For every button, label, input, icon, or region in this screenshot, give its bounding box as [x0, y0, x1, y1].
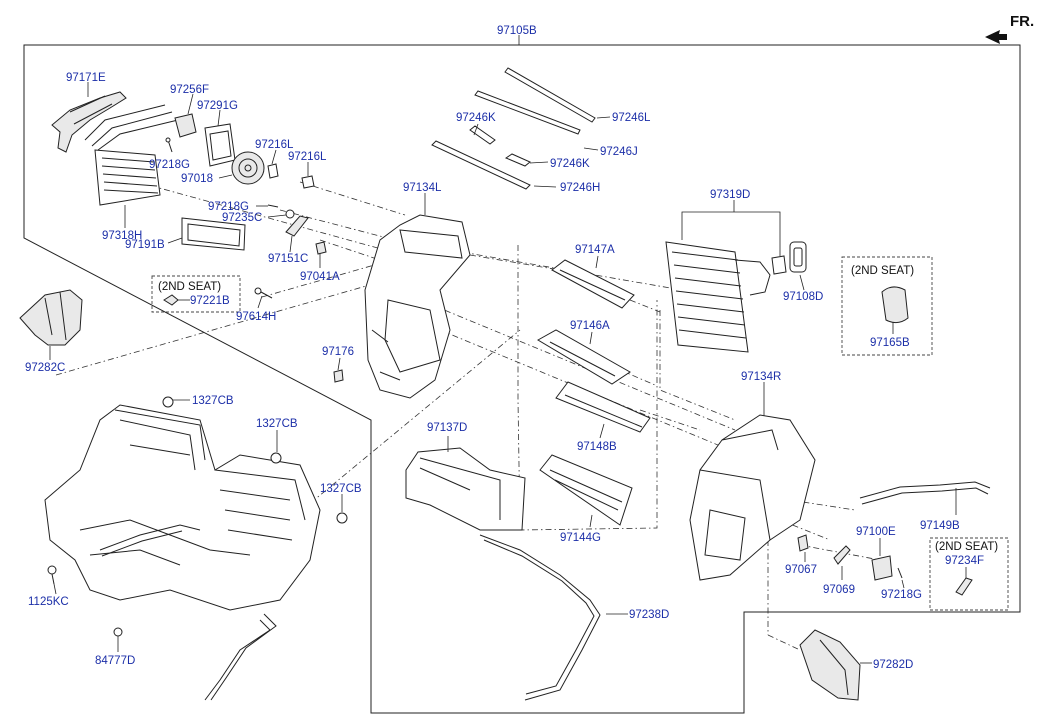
second-seat-note-b: (2ND SEAT)	[851, 265, 914, 277]
part-97134L-case	[364, 193, 471, 399]
part-97218G-screw-c	[897, 567, 905, 589]
part-label-97105B: 97105B	[497, 25, 537, 37]
part-97147A-door	[551, 255, 635, 309]
part-97238D-hose	[479, 534, 628, 701]
part-label-97256F: 97256F	[170, 84, 209, 96]
part-label-97218G-a: 97218G	[149, 159, 190, 171]
part-97018-gear-wheel	[218, 151, 265, 185]
part-97191B-filter	[167, 217, 246, 251]
part-label-97246K-a: 97246K	[456, 112, 496, 124]
part-1327CB-nut-a	[162, 396, 190, 408]
part-label-97018: 97018	[181, 173, 213, 185]
part-label-97235C: 97235C	[222, 212, 262, 224]
part-97146A-door	[536, 329, 631, 385]
part-97176-plug	[333, 357, 344, 383]
part-97235C-grommet	[267, 209, 295, 219]
part-label-84777D: 84777D	[95, 655, 135, 667]
part-97069-sensor	[833, 545, 851, 580]
part-label-97282C: 97282C	[25, 362, 65, 374]
part-label-97134L: 97134L	[403, 182, 442, 194]
part-97234F-sensor	[955, 567, 973, 596]
part-label-97246H: 97246H	[560, 182, 600, 194]
part-label-97246L: 97246L	[612, 112, 651, 124]
part-label-97238D: 97238D	[629, 609, 669, 621]
part-label-97171E: 97171E	[66, 72, 106, 84]
part-label-97246J: 97246J	[600, 146, 638, 158]
part-label-97218G-b: 97218G	[208, 201, 249, 213]
part-label-97148B: 97148B	[577, 441, 617, 453]
second-seat-box-b	[841, 256, 933, 356]
part-97282D-duct	[799, 629, 872, 701]
part-1125KC-bolt	[47, 565, 57, 595]
part-label-97144G: 97144G	[560, 532, 601, 544]
part-97041A-sensor	[315, 241, 327, 268]
part-97218G-screw	[165, 137, 173, 153]
second-seat-note-c: (2ND SEAT)	[935, 541, 998, 553]
part-97067-sensor	[797, 534, 809, 562]
part-label-97291G: 97291G	[197, 100, 238, 112]
part-label-97216L-b: 97216L	[288, 151, 327, 163]
part-label-1125KC: 1125KC	[28, 596, 69, 608]
part-label-97614H: 97614H	[236, 311, 276, 323]
part-label-97318H: 97318H	[102, 230, 142, 242]
second-seat-box-a	[151, 275, 241, 313]
part-97149B-hose	[859, 481, 991, 515]
part-label-97134R: 97134R	[741, 371, 781, 383]
part-1327CB-nut-c	[336, 494, 348, 524]
part-label-97108D: 97108D	[783, 291, 823, 303]
part-97319D-evaporator	[665, 200, 787, 353]
part-1327CB-nut-b	[270, 430, 282, 464]
part-label-97282D: 97282D	[873, 659, 913, 671]
part-97614H-bolt	[254, 287, 273, 309]
part-label-97216L-a: 97216L	[255, 139, 294, 151]
part-97137D-housing	[405, 436, 526, 531]
part-label-1327CB-b: 1327CB	[256, 418, 298, 430]
part-97216L-clip-b	[301, 162, 315, 189]
part-97221B-clip	[163, 294, 190, 306]
part-label-1327CB-a: 1327CB	[192, 395, 234, 407]
part-label-97234F: 97234F	[945, 555, 984, 567]
part-84777D-clip	[113, 627, 123, 652]
part-label-97041A: 97041A	[300, 271, 340, 283]
part-label-97137D: 97137D	[427, 422, 467, 434]
part-label-97147A: 97147A	[575, 244, 615, 256]
part-label-97319D: 97319D	[710, 189, 750, 201]
part-label-97149B: 97149B	[920, 520, 960, 532]
part-97246-seals	[431, 67, 611, 190]
part-97218G-screw-b	[256, 204, 279, 208]
part-label-1327CB-c: 1327CB	[320, 483, 362, 495]
part-97134R-case	[689, 382, 816, 581]
part-label-97069: 97069	[823, 584, 855, 596]
assembly-frame	[23, 44, 1021, 714]
part-label-97191B: 97191B	[125, 239, 165, 251]
part-97144G-filter	[539, 454, 633, 528]
part-label-97067: 97067	[785, 564, 817, 576]
part-label-97246K-b: 97246K	[550, 158, 590, 170]
part-label-97218G-c: 97218G	[881, 589, 922, 601]
part-97282C-duct	[19, 289, 83, 360]
hvac-main-assembly	[44, 404, 321, 701]
part-label-97165B: 97165B	[870, 337, 910, 349]
part-97291G-plate	[204, 109, 236, 167]
part-97216L-clip-a	[267, 149, 279, 179]
part-label-97100E: 97100E	[856, 526, 896, 538]
part-97108D-gasket	[789, 241, 807, 291]
front-direction-label: FR.	[1010, 13, 1034, 30]
part-97165B-filter	[881, 286, 909, 334]
part-97148B-door	[555, 381, 651, 439]
part-97318H-heater-core	[84, 104, 179, 228]
part-97100E-resistor	[871, 538, 893, 581]
part-label-97151C: 97151C	[268, 253, 308, 265]
part-label-97221B: 97221B	[190, 295, 230, 307]
front-arrow-icon	[985, 30, 1007, 44]
second-seat-note-a: (2ND SEAT)	[158, 281, 221, 293]
part-labels: 97171E 97256F 97291G 97218G 97018 97216L…	[25, 72, 998, 671]
part-97256F-actuator	[174, 93, 197, 138]
part-label-97176: 97176	[322, 346, 354, 358]
part-97151C-lever	[285, 215, 309, 253]
part-97171E-bracket	[51, 82, 127, 153]
part-label-97146A: 97146A	[570, 320, 610, 332]
